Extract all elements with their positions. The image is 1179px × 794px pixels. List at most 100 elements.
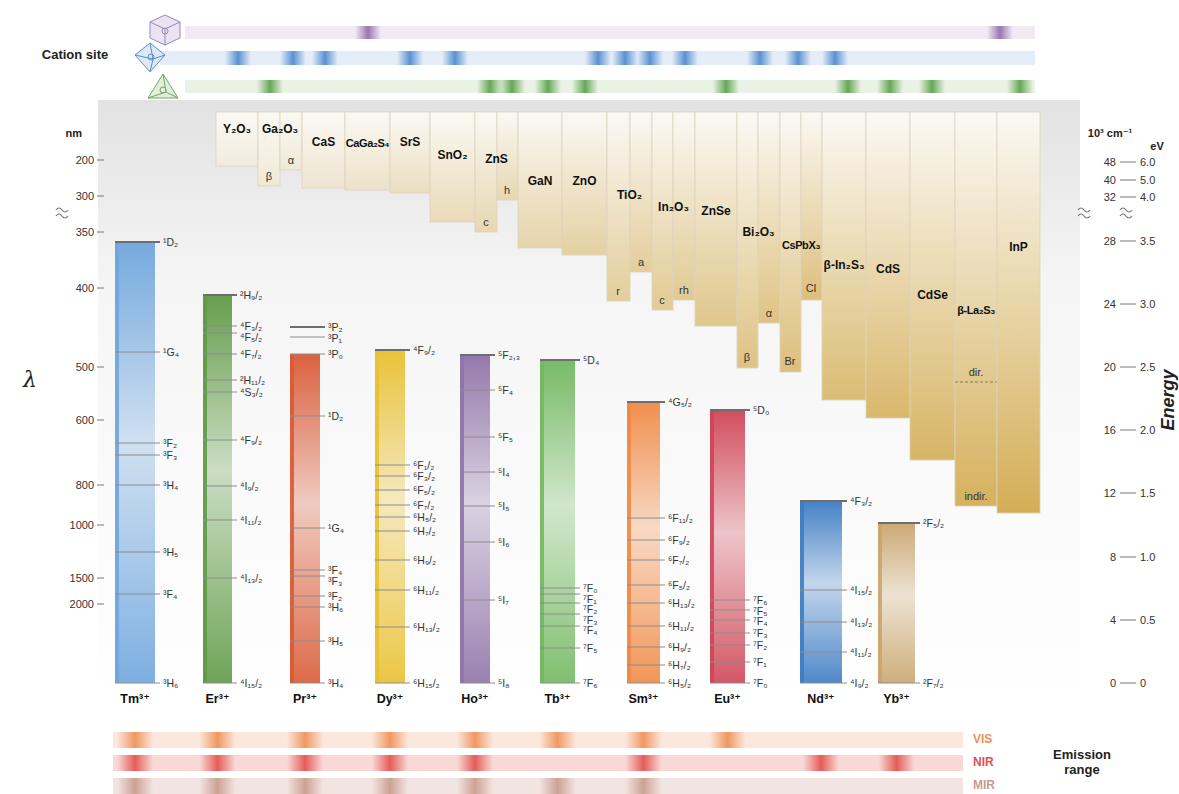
level-label: ³H₆ bbox=[328, 601, 343, 613]
bandgap-step bbox=[955, 112, 997, 506]
host-bandgap-bar: CdSe bbox=[910, 112, 955, 460]
emission-band-shape bbox=[113, 778, 963, 794]
ion-energy-levels bbox=[460, 355, 490, 683]
level-band bbox=[290, 354, 320, 683]
tick-mark bbox=[97, 232, 104, 233]
energy-level-line bbox=[800, 622, 847, 623]
level-label: ⁵I₇ bbox=[498, 594, 509, 606]
bandgap-bar-shape bbox=[737, 112, 780, 368]
energy-tick: 32 bbox=[1104, 191, 1116, 204]
level-label: ³H₅ bbox=[163, 546, 178, 558]
energy-level-line bbox=[460, 437, 495, 438]
level-band bbox=[540, 360, 575, 683]
level-label: ⁷F₂ bbox=[583, 603, 597, 615]
energy-level-line bbox=[290, 528, 325, 529]
energy-level-line bbox=[203, 354, 237, 355]
host-name: Y₂O₃ bbox=[223, 123, 251, 137]
emission-spot bbox=[457, 732, 493, 748]
energy-level-line bbox=[203, 683, 237, 684]
energy-level-line bbox=[203, 392, 237, 393]
level-label: ¹G₄ bbox=[328, 522, 344, 534]
energy-level-line bbox=[115, 241, 160, 243]
host-name: GaN bbox=[528, 175, 553, 189]
host-bandgap-bar: Bi₂O₃αβ bbox=[737, 112, 780, 368]
cation-spot bbox=[585, 51, 611, 65]
level-label: ⁷F₀ bbox=[583, 582, 598, 594]
host-bandgap-bar: GaN bbox=[518, 112, 562, 248]
ev-tick: 5.0 bbox=[1140, 174, 1155, 187]
host-name: TiO₂ bbox=[617, 189, 642, 203]
transition-strip bbox=[540, 360, 544, 683]
emission-spot bbox=[457, 778, 493, 794]
energy-tick: 20 bbox=[1104, 361, 1116, 374]
host-name: Ga₂O₃ bbox=[262, 123, 298, 137]
energy-level-line bbox=[290, 641, 325, 642]
cation-spot bbox=[397, 51, 423, 65]
ion-level-column: Er³⁺²H₉/₂⁴F₃/₂⁴F₅/₂⁴F₇/₂²H₁₁/₂⁴S₃/₂⁴F₉/₂… bbox=[203, 295, 232, 683]
energy-level-line bbox=[375, 476, 410, 477]
cation-spot bbox=[877, 80, 903, 93]
tick-mark bbox=[1120, 304, 1136, 305]
level-label: ⁷F₆ bbox=[583, 677, 597, 689]
level-label: ⁴F₅/₂ bbox=[240, 330, 262, 342]
bandgap-bar-shape bbox=[910, 112, 955, 460]
level-label: ³H₆ bbox=[163, 677, 178, 689]
energy-level-line bbox=[710, 662, 750, 663]
host-name: ZnSe bbox=[701, 205, 730, 219]
emission-spot bbox=[626, 755, 662, 771]
energy-tick: 24 bbox=[1104, 298, 1116, 311]
cation-spot bbox=[442, 51, 468, 65]
cation-spot bbox=[713, 80, 739, 93]
level-label: ⁵F₄ bbox=[498, 384, 513, 396]
bandgap-bar-shape bbox=[822, 112, 866, 400]
ion-level-column: Dy³⁺⁴F₉/₂⁶F₁/₂⁶F₃/₂⁶F₅/₂⁶F₇/₂⁶H₅/₂⁶H₇/₂⁶… bbox=[375, 350, 405, 683]
cation-spot bbox=[572, 80, 598, 93]
bandgap-step bbox=[430, 112, 475, 222]
transition-strip bbox=[878, 523, 882, 683]
ion-energy-levels bbox=[800, 501, 842, 683]
bandgap-step bbox=[737, 112, 758, 368]
level-label: ⁶H₁₃/₂ bbox=[413, 621, 440, 633]
tick-mark bbox=[1120, 180, 1136, 181]
level-label: ⁴F₃/₂ bbox=[850, 495, 872, 507]
level-label: ⁷F₁ bbox=[583, 592, 597, 604]
polymorph-label: r bbox=[616, 285, 620, 298]
polymorph-label: a bbox=[638, 256, 644, 269]
bandgap-step bbox=[518, 112, 562, 248]
level-label: ⁶F₅/₂ bbox=[413, 484, 435, 496]
level-label: ⁶H₁₃/₂ bbox=[668, 597, 695, 609]
level-label: ³H₅ bbox=[328, 635, 343, 647]
level-label: ¹G₄ bbox=[163, 346, 179, 358]
polymorph-label: Cl bbox=[806, 282, 816, 295]
energy-level-line bbox=[540, 626, 580, 627]
emission-spot bbox=[457, 755, 493, 771]
polymorph-label: h bbox=[504, 184, 510, 197]
energy-level-line bbox=[460, 472, 495, 473]
tick-mark bbox=[97, 288, 104, 289]
energy-level-line bbox=[540, 359, 580, 361]
cation-spot bbox=[835, 80, 861, 93]
emission-band-shape bbox=[113, 732, 963, 748]
energy-level-line bbox=[627, 585, 665, 586]
level-label: ⁶H₉/₂ bbox=[413, 554, 436, 566]
energy-level-line bbox=[290, 576, 325, 577]
transition-strip bbox=[203, 295, 207, 683]
level-label: ⁶H₅/₂ bbox=[668, 677, 691, 689]
level-label: ⁶F₁/₂ bbox=[413, 459, 434, 471]
level-band bbox=[203, 295, 232, 683]
emission-range-name: VIS bbox=[973, 733, 992, 747]
host-name: ZnS bbox=[485, 153, 508, 167]
emission-spot bbox=[540, 778, 576, 794]
cation-spot bbox=[355, 26, 381, 39]
energy-level-line bbox=[375, 465, 410, 466]
level-label: ⁴I₁₁/₂ bbox=[240, 514, 262, 526]
energy-level-line bbox=[627, 603, 665, 604]
tick-mark bbox=[97, 604, 104, 605]
energy-level-line bbox=[627, 560, 665, 561]
energy-tick: 40 bbox=[1104, 174, 1116, 187]
legend-title: Emission range bbox=[1046, 748, 1118, 778]
octahedron-icon bbox=[135, 43, 165, 72]
energy-level-line bbox=[460, 506, 495, 507]
level-label: ⁷F₅ bbox=[753, 604, 767, 616]
bandgap-bar-shape bbox=[997, 112, 1040, 513]
